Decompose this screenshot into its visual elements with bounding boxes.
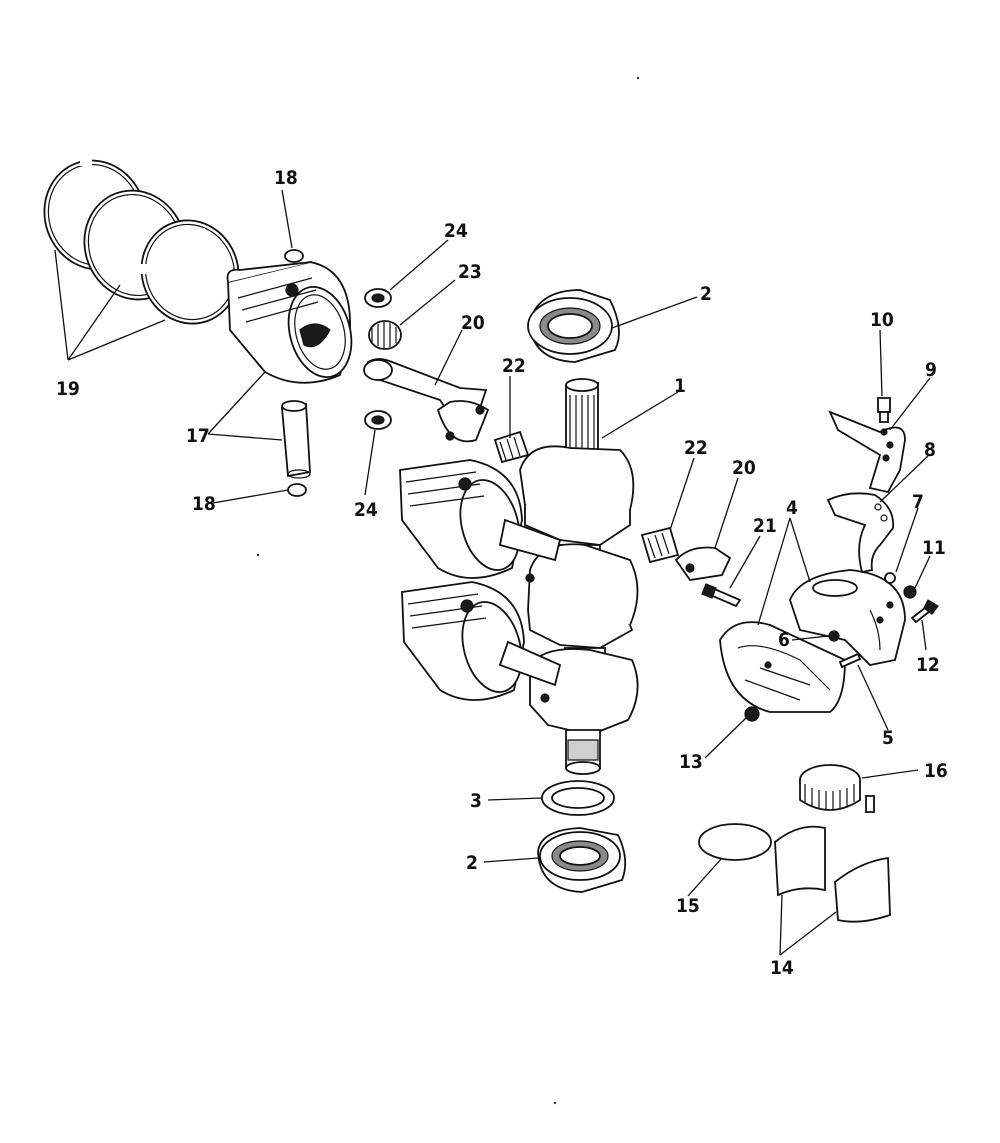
callout-11: 11 — [922, 537, 946, 559]
roll-pin-5 — [838, 652, 862, 669]
needle-bearing-small — [368, 320, 402, 350]
callout-19: 19 — [56, 378, 80, 400]
connecting-rod — [363, 358, 490, 443]
rod-cap-right — [674, 546, 732, 581]
callouts: 18 19 17 18 24 23 20 22 24 2 1 22 20 21 … — [56, 167, 948, 979]
callout-22-left: 22 — [502, 355, 526, 377]
callout-18-top: 18 — [274, 167, 298, 189]
thrust-washer-bottom — [364, 410, 392, 430]
roller-bearing — [799, 764, 875, 813]
callout-20-left: 20 — [461, 312, 485, 334]
thrust-washer-top — [364, 288, 392, 308]
callout-7: 7 — [912, 491, 924, 513]
callout-24-bottom: 24 — [354, 499, 378, 521]
screw-10 — [877, 397, 891, 423]
callout-22-right: 22 — [684, 437, 708, 459]
callout-20-right: 20 — [732, 457, 756, 479]
speck-1 — [636, 76, 640, 80]
callout-13: 13 — [679, 751, 703, 773]
callout-10: 10 — [870, 309, 894, 331]
washer-7 — [884, 572, 896, 584]
callout-21: 21 — [753, 515, 777, 537]
callout-1: 1 — [674, 375, 686, 397]
callout-2-bottom: 2 — [466, 852, 478, 874]
callout-6: 6 — [778, 629, 790, 651]
piston-lower-assembled — [401, 581, 562, 703]
retaining-ring-top — [284, 249, 304, 263]
retaining-ring-bottom — [287, 483, 307, 497]
callout-14: 14 — [770, 957, 794, 979]
locknut-11 — [903, 585, 917, 599]
callout-3: 3 — [470, 790, 482, 812]
leader-lines — [54, 189, 931, 956]
callout-23: 23 — [458, 261, 482, 283]
crankshaft — [519, 378, 639, 775]
seal-housing-lower-half — [719, 621, 846, 713]
main-bearing-bottom — [537, 827, 627, 893]
callout-9: 9 — [925, 359, 937, 381]
retaining-ring-15 — [698, 823, 772, 861]
piston-upper-assembled — [399, 459, 562, 583]
gasket-plate-8 — [826, 492, 895, 574]
retainer-plate-9 — [828, 410, 906, 494]
thrust-washer-crank — [541, 780, 615, 816]
callout-5: 5 — [882, 727, 894, 749]
locknut-13 — [744, 706, 760, 722]
dowel-pin-6 — [828, 630, 840, 642]
piston-rings — [43, 158, 240, 325]
callout-17: 17 — [186, 425, 210, 447]
speck-2 — [256, 553, 260, 557]
callout-24-top: 24 — [444, 220, 468, 242]
callout-16: 16 — [924, 760, 948, 782]
rod-bearing-cage-upper — [493, 430, 530, 464]
seal-housing-upper-half — [789, 569, 906, 666]
rod-bearing-cage-right — [640, 526, 680, 564]
piston-top — [226, 261, 353, 384]
speck-3 — [553, 1101, 557, 1105]
callout-12: 12 — [916, 654, 940, 676]
rod-cap-screw — [701, 583, 742, 608]
bearing-race-halves — [774, 825, 891, 923]
main-bearing-top — [527, 289, 620, 363]
callout-8: 8 — [924, 439, 936, 461]
callout-18-bottom: 18 — [192, 493, 216, 515]
callout-2-top: 2 — [700, 283, 712, 305]
callout-15: 15 — [676, 895, 700, 917]
piston-pin — [281, 400, 311, 479]
callout-4: 4 — [786, 497, 798, 519]
